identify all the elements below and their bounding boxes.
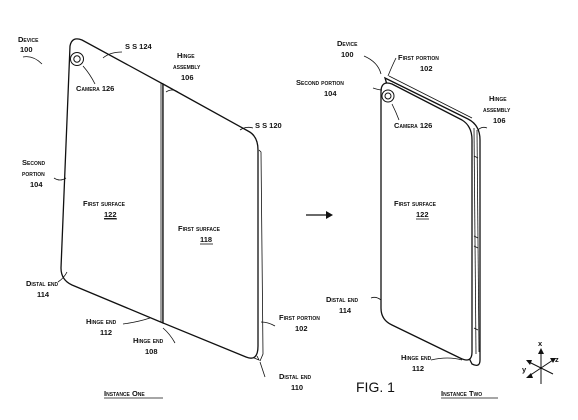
- hinge-end-number-2: 112: [412, 364, 424, 373]
- instance-one-leaders: [22, 51, 276, 378]
- transition-arrow: [306, 211, 333, 219]
- axis-x-label: x: [538, 339, 543, 348]
- second-portion-number-2: 104: [324, 89, 337, 98]
- distal-end-110-label: Distal end: [279, 372, 312, 381]
- first-portion-panel: [162, 82, 259, 359]
- hinge-end-112-number: 112: [100, 328, 112, 337]
- hinge-assembly-label-2a: Hinge: [489, 94, 507, 103]
- hinge-end-label-2: Hinge end: [401, 353, 432, 362]
- hinge-assembly-label-2: assembly: [173, 62, 201, 71]
- ss124-label: S S 124: [125, 42, 153, 51]
- instance-one-labels: Device 100 S S 124 Hinge assembly 106 Ca…: [18, 35, 320, 399]
- hinge-assembly-label-1: Hinge: [177, 51, 195, 60]
- hinge-assembly-number: 106: [181, 73, 194, 82]
- axis-y-label: y: [522, 365, 527, 374]
- device-edge-right: [258, 149, 264, 362]
- first-surface-122-label: First surface: [83, 199, 126, 208]
- coordinate-axes-icon: x y z: [522, 339, 559, 384]
- instance-two-caption: Instance Two: [441, 389, 482, 398]
- distal-end-110-number: 110: [291, 383, 303, 392]
- first-surface-118-label: First surface: [178, 224, 221, 233]
- instance-two-device: [380, 75, 481, 366]
- device-label: Device: [18, 35, 39, 44]
- distal-end-114-number: 114: [37, 290, 50, 299]
- first-surface-number-2: 122: [416, 210, 429, 219]
- instance-two-leaders: [363, 55, 488, 361]
- first-surface-label-2: First surface: [394, 199, 437, 208]
- first-portion-number-2: 102: [420, 64, 433, 73]
- second-portion-label-2: Second portion: [296, 78, 344, 87]
- axis-z-label: z: [555, 355, 559, 364]
- distal-end-number-2: 114: [339, 306, 352, 315]
- hinge-end-108-label: Hinge end: [133, 336, 164, 345]
- first-portion-number: 102: [295, 324, 308, 333]
- hinge-assembly-number-2: 106: [493, 116, 506, 125]
- first-surface-118-number: 118: [200, 235, 212, 244]
- instance-one-device: [60, 38, 264, 362]
- first-portion-label-2: First portion: [398, 53, 439, 62]
- first-portion-label: First portion: [279, 313, 320, 322]
- camera-label-2: Camera 126: [394, 121, 432, 130]
- device-number-2: 100: [341, 50, 354, 59]
- distal-end-label-2: Distal end: [326, 295, 359, 304]
- first-surface-122-number: 122: [104, 210, 117, 219]
- instance-two-labels: Device 100 First portion 102 Second port…: [296, 39, 511, 399]
- second-portion-number: 104: [30, 180, 43, 189]
- camera-lens-icon: [381, 89, 395, 103]
- distal-end-114-label: Distal end: [26, 279, 59, 288]
- camera-label: Camera 126: [76, 84, 114, 93]
- hinge-end-112-label: Hinge end: [86, 317, 117, 326]
- figure-title: FIG. 1: [356, 379, 395, 395]
- hinge-end-108-number: 108: [145, 347, 158, 356]
- ss120-label: S S 120: [255, 121, 282, 130]
- second-portion-panel: [60, 38, 164, 324]
- camera-lens-icon: [70, 52, 84, 66]
- second-portion-label-2: portion: [22, 169, 45, 178]
- device-number: 100: [20, 45, 33, 54]
- instance-one-caption: Instance One: [104, 389, 145, 398]
- hinge-assembly-label-2b: assembly: [483, 105, 511, 114]
- second-portion-front-panel: [380, 82, 473, 361]
- second-portion-label-1: Second: [22, 158, 45, 167]
- device-label-2: Device: [337, 39, 358, 48]
